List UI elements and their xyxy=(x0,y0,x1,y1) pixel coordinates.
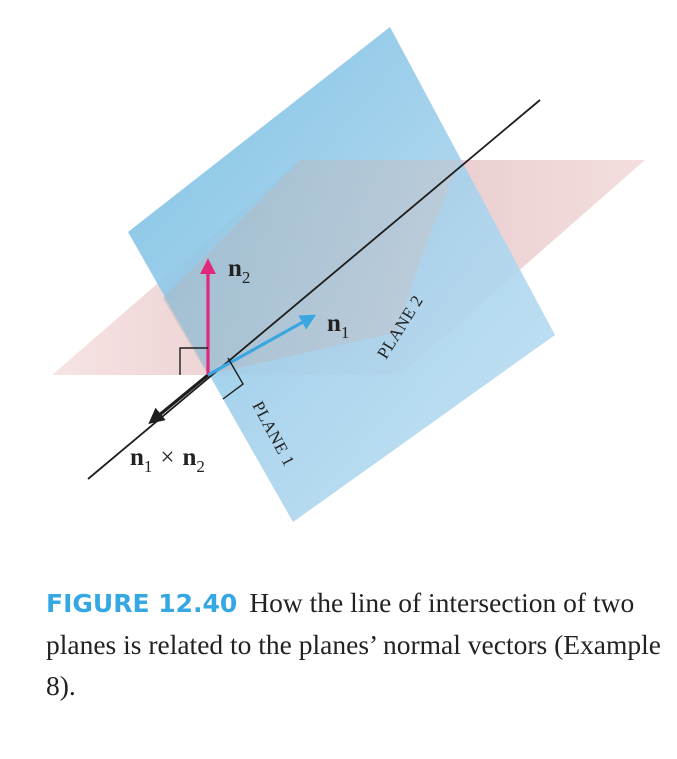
right-angle-marker-n2 xyxy=(179,347,208,375)
figure-number: FIGURE 12.40 xyxy=(46,589,238,618)
vector-n1-arrow xyxy=(207,314,317,377)
intersecting-planes-diagram: n2 n1 n1×n2 PLANE 1 PLANE 2 xyxy=(52,27,645,522)
plane-overlap-region xyxy=(163,160,460,375)
right-angle-marker-n1 xyxy=(222,357,244,400)
label-n1: n1 xyxy=(327,310,349,342)
caption-text: How the line of intersection of two plan… xyxy=(46,587,661,701)
label-n2: n2 xyxy=(228,255,250,287)
cross-product-arrow xyxy=(148,373,210,425)
label-cross-product: n1×n2 xyxy=(130,444,205,476)
